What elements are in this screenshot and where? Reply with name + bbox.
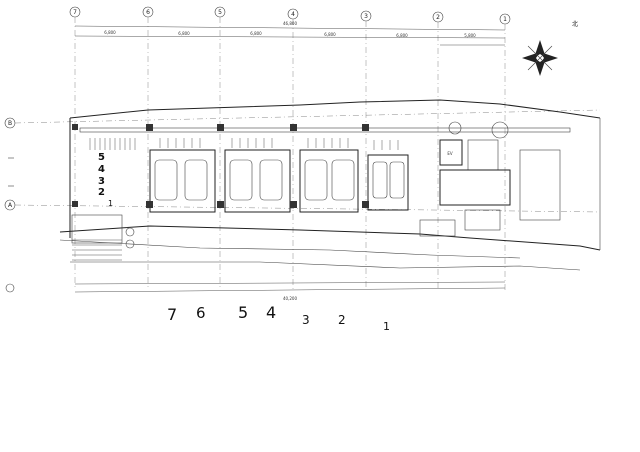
svg-text:5: 5 <box>238 303 248 322</box>
svg-text:6,800: 6,800 <box>396 33 408 38</box>
left-stair <box>71 214 135 261</box>
grid-axis-5: 5 <box>214 6 226 290</box>
svg-text:40,200: 40,200 <box>283 296 297 301</box>
svg-text:2: 2 <box>98 187 105 198</box>
svg-text:1: 1 <box>108 199 113 208</box>
svg-text:2: 2 <box>338 313 346 327</box>
svg-text:6,800: 6,800 <box>324 32 336 37</box>
svg-text:3: 3 <box>98 176 105 187</box>
grid-axis-2: 2 <box>432 11 444 290</box>
grid-axis-A: A <box>4 199 601 213</box>
svg-text:EV: EV <box>447 151 453 156</box>
svg-text:6,800: 6,800 <box>178 31 190 36</box>
svg-text:北: 北 <box>572 20 578 28</box>
svg-text:6: 6 <box>196 304 206 322</box>
svg-text:1: 1 <box>383 320 390 333</box>
svg-text:5,800: 5,800 <box>464 33 476 38</box>
hatched-bands <box>89 138 399 150</box>
svg-text:3: 3 <box>302 313 310 327</box>
svg-text:5: 5 <box>218 9 222 16</box>
grid-axis-6: 6 <box>142 6 154 290</box>
grid-axis-B: B <box>4 109 601 129</box>
left-floor-numbers: 5 4 3 2 1 <box>98 152 113 208</box>
svg-text:A: A <box>8 202 13 209</box>
grid-axis-1: 1 <box>499 13 511 290</box>
building-outline <box>59 99 601 271</box>
binding-hole-mark <box>5 283 15 293</box>
svg-text:4: 4 <box>291 11 295 18</box>
parking-stalls <box>149 149 409 213</box>
svg-text:5: 5 <box>98 152 105 163</box>
svg-text:7: 7 <box>73 9 77 16</box>
top-grid-axes: 7 6 5 4 3 2 1 <box>69 6 511 290</box>
right-rooms: EV <box>419 121 561 237</box>
grid-axis-3: 3 <box>360 10 372 290</box>
grid-axis-7: 7 <box>69 6 81 290</box>
svg-text:6: 6 <box>146 9 150 16</box>
svg-text:4: 4 <box>266 303 276 322</box>
svg-text:B: B <box>8 120 12 127</box>
svg-text:1: 1 <box>503 16 507 23</box>
bottom-dimensions: 40,200 <box>74 281 506 301</box>
svg-text:46,800: 46,800 <box>283 21 297 26</box>
svg-text:7: 7 <box>167 305 177 324</box>
svg-text:6,800: 6,800 <box>250 31 262 36</box>
svg-text:4: 4 <box>98 164 105 175</box>
svg-text:2: 2 <box>436 14 440 21</box>
svg-text:6,800: 6,800 <box>104 30 116 35</box>
svg-text:3: 3 <box>364 13 368 20</box>
left-grid-axes: B A <box>4 109 601 213</box>
top-dimensions: 46,800 6,800 6,800 6,800 6,800 6,800 5,8… <box>74 21 506 46</box>
bottom-handwritten-numbers: 7 6 5 4 3 2 1 <box>167 303 390 333</box>
north-arrow-icon: 北 <box>522 20 578 76</box>
structural-columns <box>72 124 369 208</box>
grid-axis-4: 4 <box>287 8 299 290</box>
